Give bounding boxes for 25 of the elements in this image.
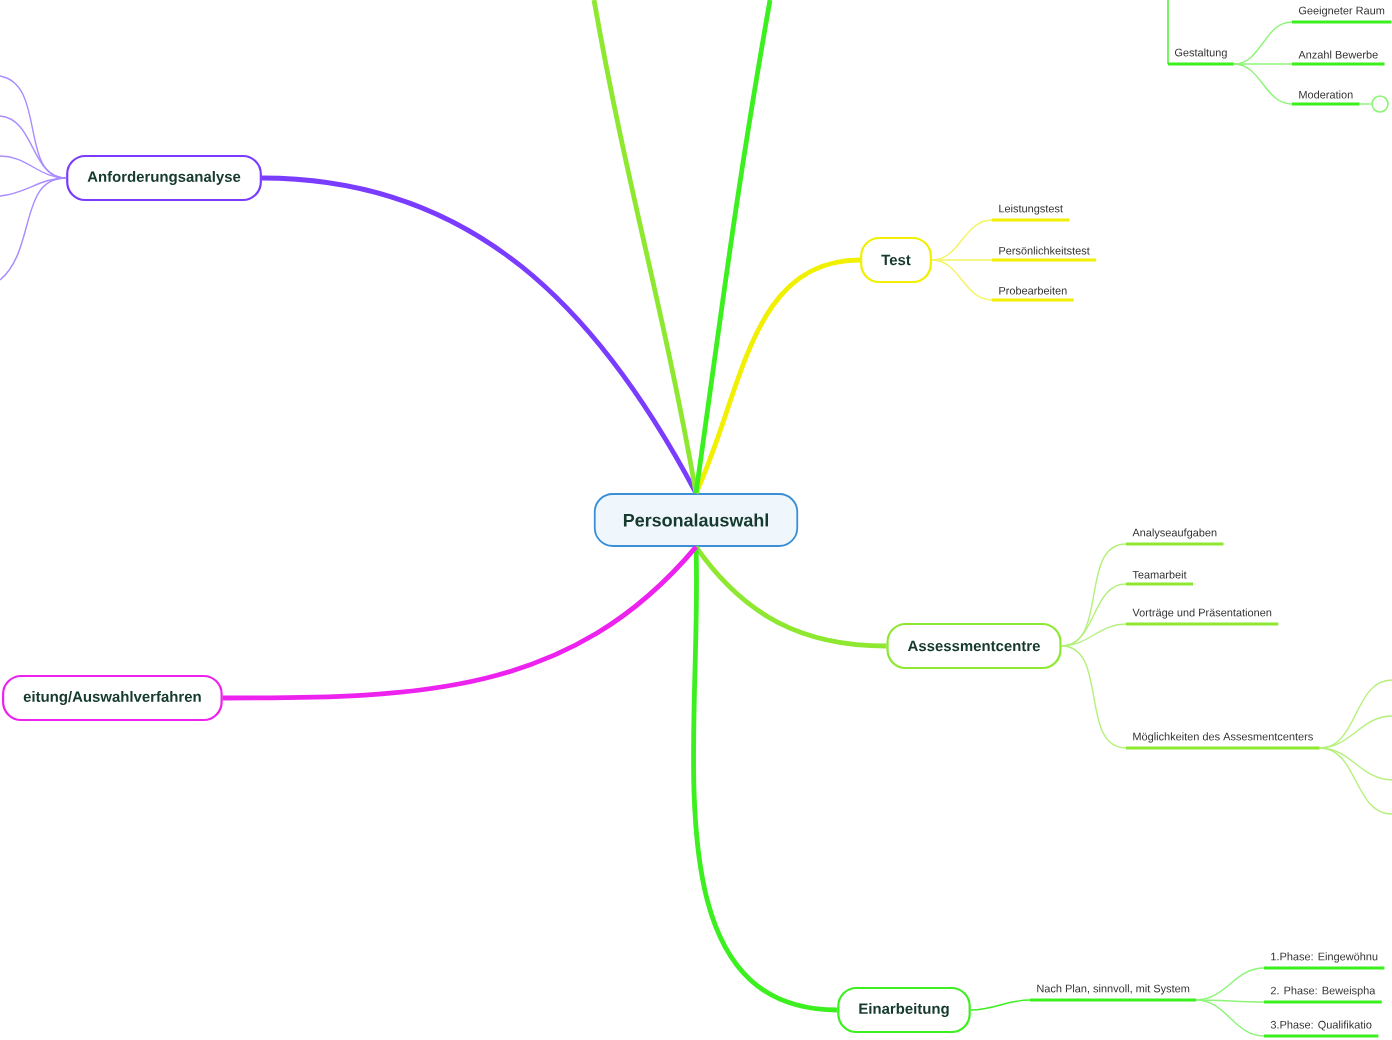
central-topic: Personalauswahl	[593, 493, 799, 547]
branch-line	[1060, 623, 1127, 647]
branch-line	[1195, 999, 1265, 1003]
branch-line	[222, 545, 698, 701]
branch-line	[1319, 747, 1392, 781]
branch-line	[931, 259, 993, 261]
branch-line	[970, 999, 1031, 1011]
branch-line	[694, 545, 887, 649]
branch-line	[1167, 0, 1169, 65]
branch-line	[691, 546, 838, 1013]
branch-line	[261, 175, 699, 495]
branch-line	[0, 177, 67, 281]
branch-line	[591, 0, 699, 494]
branch-line	[1319, 747, 1392, 815]
branch-line	[1319, 715, 1392, 749]
branch-line	[1233, 63, 1293, 65]
branch-line	[1195, 999, 1265, 1037]
branch-line	[693, 257, 861, 495]
branch-line	[1060, 645, 1127, 749]
branch-line	[931, 259, 993, 301]
branch-line	[1233, 63, 1293, 105]
branch-line	[693, 0, 773, 494]
collapse-circle	[1371, 95, 1389, 113]
branch-line	[0, 155, 67, 179]
branch-line	[1358, 103, 1372, 105]
